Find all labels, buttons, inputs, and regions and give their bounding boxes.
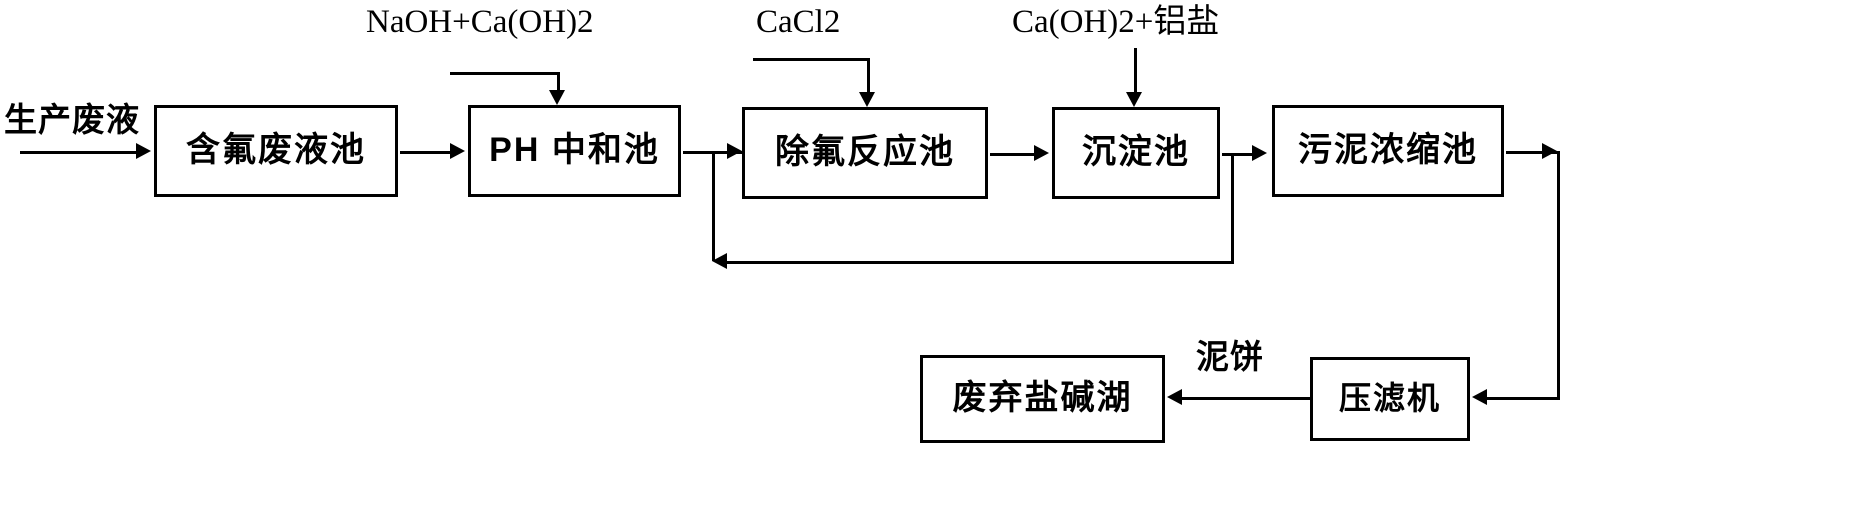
arrowhead-reagent1-to-tank2 xyxy=(549,90,565,105)
node-filter-press[interactable]: 压滤机 xyxy=(1310,357,1470,441)
node-label-ph-neutralization-tank: PH 中和池 xyxy=(489,131,660,170)
arrowhead-tank1-to-tank2 xyxy=(450,143,465,159)
connector-reagent1-horizontal xyxy=(450,72,560,75)
connector-recycle-return xyxy=(718,261,1234,264)
connector-tank5-to-right xyxy=(1506,151,1560,154)
connector-tank2-to-tank3 xyxy=(683,151,742,154)
node-label-fluorine-waste-liquid-tank: 含氟废液池 xyxy=(186,131,366,170)
arrowhead-tank2-to-tank3 xyxy=(727,143,742,159)
node-ph-neutralization-tank[interactable]: PH 中和池 xyxy=(468,105,681,197)
arrowhead-reagent3-to-tank4 xyxy=(1126,92,1142,107)
connector-tank5-down-to-filter-press xyxy=(1557,151,1560,399)
arrowhead-recycle-return xyxy=(712,253,727,269)
arrowhead-feed-to-tank1 xyxy=(136,143,151,159)
connector-into-filter-press xyxy=(1478,397,1560,400)
connector-feed-to-tank1 xyxy=(20,151,138,154)
connector-reagent3-vertical xyxy=(1134,48,1137,94)
node-fluorine-waste-liquid-tank[interactable]: 含氟废液池 xyxy=(154,105,398,197)
node-label-filter-press: 压滤机 xyxy=(1338,380,1441,417)
arrowhead-tank5-outlet xyxy=(1542,143,1557,159)
node-defluorination-reaction-tank[interactable]: 除氟反应池 xyxy=(742,107,988,199)
connector-reagent2-vertical xyxy=(867,58,870,94)
node-sedimentation-tank[interactable]: 沉淀池 xyxy=(1052,107,1220,199)
connector-reagent2-horizontal xyxy=(753,58,870,61)
connector-tank4-to-tank5 xyxy=(1222,153,1256,156)
arrowhead-filter-press-to-lake xyxy=(1167,389,1182,405)
inlet-label-production-waste-liquid: 生产废液 xyxy=(4,101,140,138)
node-sludge-thickening-tank[interactable]: 污泥浓缩池 xyxy=(1272,105,1504,197)
reagent-label-naoh-caoh2: NaOH+Ca(OH)2 xyxy=(366,4,594,40)
node-label-sedimentation-tank: 沉淀池 xyxy=(1082,133,1190,172)
arrowhead-tank4-to-tank5 xyxy=(1252,145,1267,161)
connector-tank2-branch-down xyxy=(712,151,715,261)
connector-tank4-branch-down xyxy=(1231,153,1234,261)
node-abandoned-saline-alkali-lake[interactable]: 废弃盐碱湖 xyxy=(920,355,1165,443)
arrowhead-reagent2-to-tank3 xyxy=(859,92,875,107)
connector-tank3-to-tank4 xyxy=(990,153,1034,156)
reagent-label-cacl2: CaCl2 xyxy=(756,4,841,40)
node-label-defluorination-reaction-tank: 除氟反应池 xyxy=(775,133,955,172)
connector-tank1-to-tank2 xyxy=(400,151,450,154)
stream-label-mud-cake: 泥饼 xyxy=(1196,338,1264,375)
node-label-sludge-thickening-tank: 污泥浓缩池 xyxy=(1298,131,1478,170)
arrowhead-tank3-to-tank4 xyxy=(1034,145,1049,161)
node-label-abandoned-saline-alkali-lake: 废弃盐碱湖 xyxy=(952,379,1133,418)
connector-filter-press-to-lake xyxy=(1180,397,1310,400)
reagent-label-caoh2-aluminium-salt: Ca(OH)2+铝盐 xyxy=(1012,4,1220,40)
connector-reagent1-vertical xyxy=(557,72,560,95)
arrowhead-into-filter-press xyxy=(1472,389,1487,405)
